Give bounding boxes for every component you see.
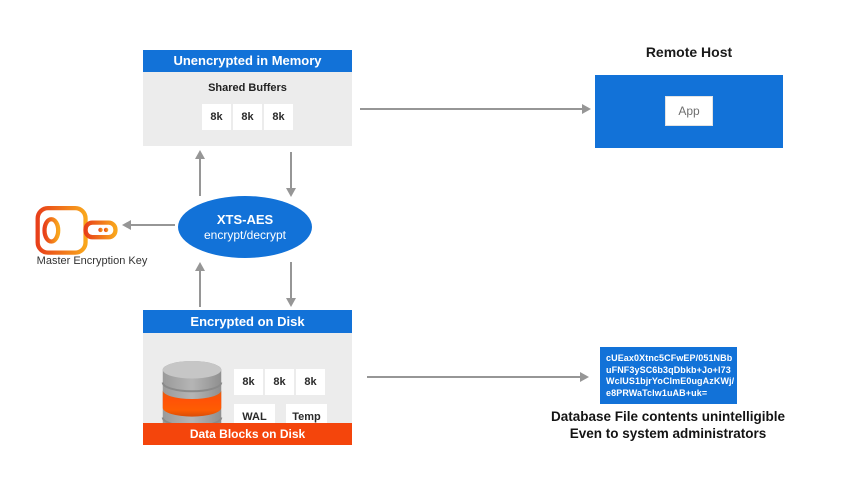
arrow-head-down-icon	[286, 188, 296, 197]
cipher-name: XTS-AES	[216, 211, 274, 227]
memory-panel-title: Unencrypted in Memory	[143, 50, 352, 72]
arrow-head-left-icon	[122, 220, 131, 230]
disk-panel-title: Encrypted on Disk	[143, 310, 352, 333]
disk-block-8k: 8k	[265, 369, 294, 395]
disk-blocks-row: 8k 8k 8k	[234, 369, 325, 395]
memory-block-8k: 8k	[202, 104, 231, 130]
cipher-text-line: uFNF3ySC6b3qDbkb+Jo+I73	[606, 364, 731, 375]
memory-blocks-row: 8k 8k 8k	[202, 104, 293, 130]
arrow-line	[199, 159, 201, 196]
disk-panel-footer: Data Blocks on Disk	[143, 423, 352, 445]
arrow-line	[360, 108, 582, 110]
caption-line-2: Even to system administrators	[569, 425, 767, 441]
disk-block-8k: 8k	[296, 369, 325, 395]
arrow-line	[367, 376, 580, 378]
memory-block-8k: 8k	[233, 104, 262, 130]
caption-line-1: Database File contents unintelligible	[550, 409, 786, 424]
remote-host-box: App	[595, 75, 783, 148]
shared-buffers-label: Shared Buffers	[208, 82, 287, 94]
database-icon	[161, 361, 223, 439]
arrow-line	[290, 262, 292, 298]
cipher-action: encrypt/decrypt	[203, 227, 287, 242]
cipher-text-line: WclUS1bjrYoClmE0ugAzKWj/	[606, 376, 735, 386]
file-caption: Database File contents unintelligible Ev…	[540, 409, 796, 442]
disk-block-8k: 8k	[234, 369, 263, 395]
memory-panel: Unencrypted in Memory Shared Buffers 8k …	[143, 50, 352, 146]
arrow-line	[199, 271, 201, 307]
arrow-head-down-icon	[286, 298, 296, 307]
arrow-line	[131, 224, 175, 226]
memory-panel-body: Shared Buffers 8k 8k 8k	[143, 72, 352, 146]
remote-host-title: Remote Host	[645, 44, 733, 60]
disk-panel: Encrypted on Disk	[143, 310, 352, 445]
encrypted-file-contents: cUEax0Xtnc5CFwEP/051NBb uFNF3ySC6b3qDbkb…	[600, 347, 737, 404]
xts-aes-ellipse: XTS-AES encrypt/decrypt	[178, 196, 312, 258]
cipher-text-line: e8PRWaTclw1uAB+uk=	[606, 387, 708, 398]
arrow-head-up-icon	[195, 150, 205, 159]
memory-block-8k: 8k	[264, 104, 293, 130]
app-box: App	[666, 97, 712, 125]
arrow-head-right-icon	[580, 372, 589, 382]
master-key-label: Master Encryption Key	[36, 255, 148, 267]
arrow-head-right-icon	[582, 104, 591, 114]
arrow-line	[290, 152, 292, 188]
key-icon	[35, 205, 118, 255]
arrow-head-up-icon	[195, 262, 205, 271]
cipher-text-line: cUEax0Xtnc5CFwEP/051NBb	[606, 353, 733, 363]
